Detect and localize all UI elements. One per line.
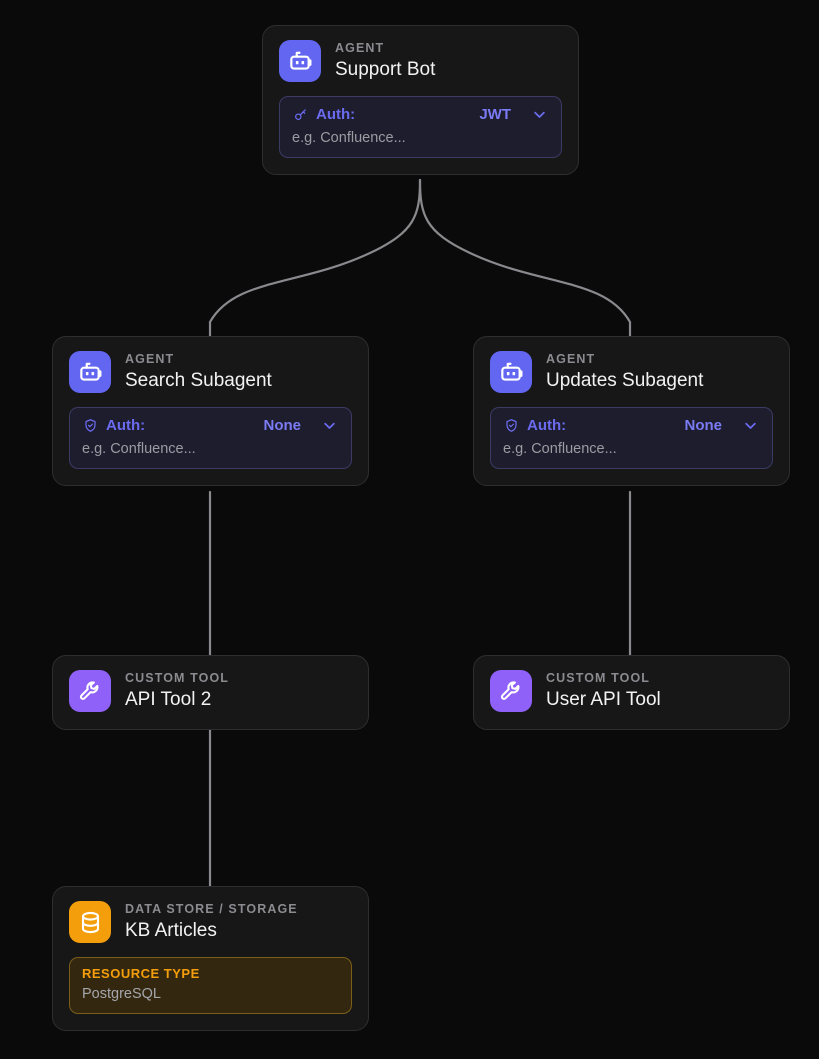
node-support-bot[interactable]: AGENT Support Bot Auth: JWT [262, 25, 579, 176]
auth-hint-text: e.g. Confluence... [292, 129, 406, 146]
node-title-group: AGENT Search Subagent [125, 351, 272, 394]
node-api-tool-2[interactable]: CUSTOM TOOL API Tool 2 [52, 655, 369, 730]
auth-panel[interactable]: Auth: JWT e.g. Confluence... [279, 95, 562, 159]
node-updates-subagent[interactable]: AGENT Updates Subagent Auth: None [473, 336, 790, 487]
wrench-icon [490, 670, 532, 713]
node-title-group: CUSTOM TOOL User API Tool [546, 670, 661, 713]
auth-row[interactable]: Auth: None [82, 416, 339, 436]
node-header: AGENT Search Subagent [69, 351, 352, 394]
node-title-group: CUSTOM TOOL API Tool 2 [125, 670, 229, 713]
node-header: CUSTOM TOOL API Tool 2 [69, 670, 352, 713]
auth-value[interactable]: JWT [479, 106, 511, 124]
node-kb-articles[interactable]: DATA STORE / STORAGE KB Articles RESOURC… [52, 886, 369, 1032]
key-icon [292, 107, 308, 123]
auth-row[interactable]: Auth: None [503, 416, 760, 436]
resource-type-panel[interactable]: RESOURCE TYPE PostgreSQL [69, 956, 352, 1015]
node-name-label: User API Tool [546, 688, 661, 710]
node-title-group: AGENT Support Bot [335, 40, 435, 83]
node-kind-label: CUSTOM TOOL [546, 671, 651, 685]
node-user-api-tool[interactable]: CUSTOM TOOL User API Tool [473, 655, 790, 730]
node-name-label: API Tool 2 [125, 688, 212, 710]
chevron-down-icon[interactable] [319, 416, 339, 436]
node-kind-label: AGENT [125, 352, 175, 366]
auth-label: Auth: [106, 417, 146, 435]
robot-icon [490, 351, 532, 394]
auth-panel[interactable]: Auth: None e.g. Confluence... [69, 406, 352, 470]
node-title-group: AGENT Updates Subagent [546, 351, 703, 394]
robot-icon [69, 351, 111, 394]
auth-label: Auth: [527, 417, 567, 435]
wrench-icon [69, 670, 111, 713]
node-search-subagent[interactable]: AGENT Search Subagent Auth: None [52, 336, 369, 487]
node-header: AGENT Support Bot [279, 40, 562, 83]
shield-check-icon [503, 418, 519, 434]
edge-support-bot-to-search-subagent [208, 178, 422, 338]
auth-row[interactable]: Auth: JWT [292, 105, 549, 125]
node-kind-label: DATA STORE / STORAGE [125, 902, 298, 916]
database-icon [69, 901, 111, 944]
node-name-label: Support Bot [335, 58, 436, 80]
node-kind-label: AGENT [335, 41, 385, 55]
node-header: DATA STORE / STORAGE KB Articles [69, 901, 352, 944]
node-kind-label: AGENT [546, 352, 596, 366]
chevron-down-icon[interactable] [529, 105, 549, 125]
auth-panel[interactable]: Auth: None e.g. Confluence... [490, 406, 773, 470]
node-title-group: DATA STORE / STORAGE KB Articles [125, 901, 298, 944]
node-header: CUSTOM TOOL User API Tool [490, 670, 773, 713]
auth-label: Auth: [316, 106, 356, 124]
resource-type-label: RESOURCE TYPE [82, 965, 200, 981]
node-header: AGENT Updates Subagent [490, 351, 773, 394]
node-name-label: Updates Subagent [546, 369, 704, 391]
auth-hint-text: e.g. Confluence... [82, 440, 196, 457]
auth-hint-text: e.g. Confluence... [503, 440, 617, 457]
node-name-label: KB Articles [125, 919, 217, 941]
edge-support-bot-to-updates-subagent [418, 178, 632, 338]
robot-icon [279, 40, 321, 83]
resource-type-value: PostgreSQL [82, 985, 161, 1002]
node-kind-label: CUSTOM TOOL [125, 671, 230, 685]
chevron-down-icon[interactable] [740, 416, 760, 436]
shield-check-icon [82, 418, 98, 434]
auth-value[interactable]: None [684, 417, 723, 435]
node-name-label: Search Subagent [125, 369, 272, 391]
auth-value[interactable]: None [263, 417, 302, 435]
